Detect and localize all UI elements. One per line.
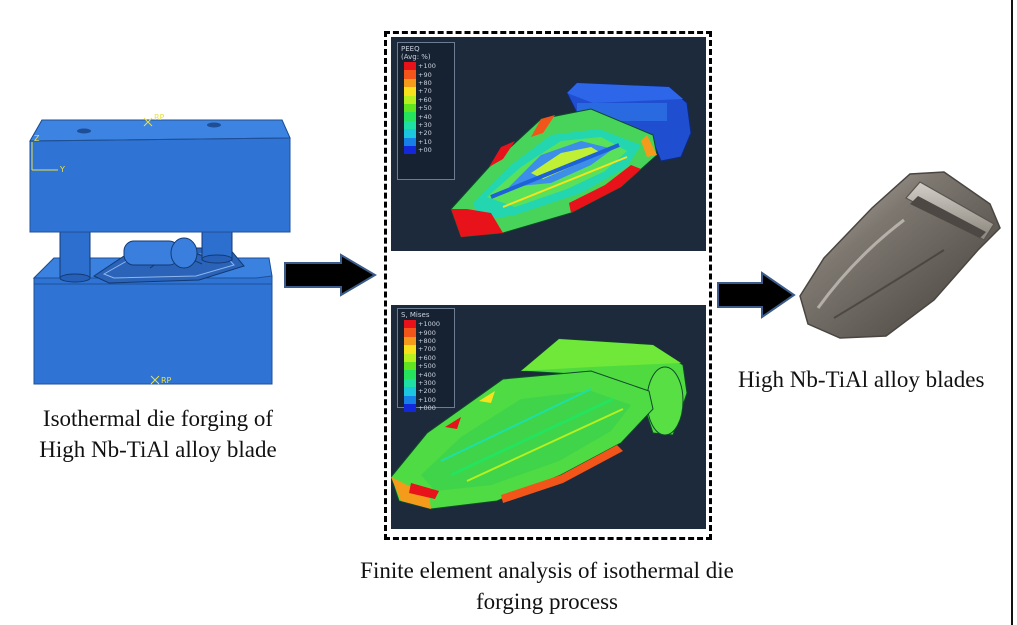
mises-legend-scale: +1000+900+800+700+600+500+400+300+200+10…	[398, 319, 454, 413]
mises-legend-swatch	[404, 387, 416, 396]
mises-legend-swatch	[404, 395, 416, 404]
peeq-legend-row: +10	[404, 137, 454, 146]
rp-label-top: RP	[154, 113, 165, 122]
peeq-legend-swatch	[404, 129, 416, 138]
peeq-legend-title: PEEQ	[401, 45, 420, 53]
mises-legend-label: +200	[418, 387, 436, 396]
peeq-legend-row: +100	[404, 62, 454, 71]
peeq-legend-label: +40	[418, 112, 432, 121]
peeq-legend-swatch	[404, 87, 416, 96]
arrow-right-2	[716, 270, 796, 320]
peeq-legend-label: +70	[418, 87, 432, 96]
rp-label-bottom: RP	[161, 376, 172, 385]
mises-legend-swatch	[404, 370, 416, 379]
peeq-legend-row: +50	[404, 103, 454, 113]
peeq-legend-swatch	[404, 112, 416, 121]
mises-legend-swatch	[404, 361, 416, 371]
peeq-legend-row: +20	[404, 129, 454, 138]
mises-legend-label: +400	[418, 370, 436, 379]
peeq-legend-label: +90	[418, 70, 432, 79]
mises-legend-row: +1000	[404, 320, 454, 329]
rp-marker-bottom	[150, 375, 160, 385]
peeq-legend-label: +10	[418, 137, 432, 146]
peeq-legend-row: +60	[404, 95, 454, 104]
middle-caption-line1: Finite element analysis of isothermal di…	[360, 558, 734, 583]
peeq-legend-label: +30	[418, 120, 432, 129]
mises-legend-label: +500	[418, 362, 436, 371]
right-caption: High Nb-TiAl alloy blades	[738, 367, 985, 392]
mises-legend-row: +300	[404, 378, 454, 388]
mises-legend-swatch	[404, 336, 416, 346]
mises-legend-label: +800	[418, 336, 436, 345]
peeq-legend-swatch	[404, 120, 416, 130]
peeq-legend-row: +70	[404, 87, 454, 96]
left-caption: Isothermal die forging of High Nb-TiAl a…	[8, 403, 308, 465]
peeq-legend-row: +00	[404, 145, 454, 155]
rp-marker-top	[143, 117, 153, 127]
peeq-legend-label: +00	[418, 146, 432, 155]
mises-legend-row: +000	[404, 403, 454, 413]
mises-legend-row: +800	[404, 336, 454, 346]
peeq-legend-swatch	[404, 62, 416, 71]
mises-legend-swatch	[404, 378, 416, 388]
left-caption-line2: High Nb-TiAl alloy blade	[39, 437, 277, 462]
coordinate-axis-icon: Z	[31, 134, 58, 171]
mises-panel: S, Mises +1000+900+800+700+600+500+400+3…	[391, 305, 706, 529]
peeq-legend-swatch	[404, 70, 416, 79]
peeq-legend-row: +90	[404, 70, 454, 79]
mises-legend-row: +100	[404, 395, 454, 404]
mises-legend-label: +900	[418, 328, 436, 337]
peeq-legend-scale: +100+90+80+70+60+50+40+30+20+10+00	[398, 61, 454, 155]
mises-legend-swatch	[404, 345, 416, 354]
mises-legend-label: +600	[418, 353, 436, 362]
mises-legend-label: +100	[418, 395, 436, 404]
mises-legend-swatch	[404, 320, 416, 329]
peeq-legend-label: +50	[418, 104, 432, 113]
mises-legend-swatch	[404, 403, 416, 413]
die-model-illustration: Z Y RP RP	[24, 108, 294, 390]
peeq-legend-row: +80	[404, 78, 454, 88]
mises-legend-swatch	[404, 353, 416, 362]
middle-caption: Finite element analysis of isothermal di…	[322, 555, 772, 617]
middle-caption-line2: forging process	[475, 589, 619, 614]
peeq-legend-label: +60	[418, 95, 432, 104]
peeq-legend: PEEQ (Avg: %) +100+90+80+70+60+50+40+30+…	[397, 42, 455, 180]
fe-analysis-frame	[384, 31, 712, 540]
peeq-legend-swatch	[404, 145, 416, 155]
mises-legend-row: +200	[404, 387, 454, 396]
upper-die	[29, 119, 291, 233]
peeq-legend-unit: (Avg: %)	[401, 53, 431, 61]
mises-legend-row: +700	[404, 345, 454, 354]
mises-legend: S, Mises +1000+900+800+700+600+500+400+3…	[397, 308, 455, 413]
peeq-legend-swatch	[404, 95, 416, 104]
mises-legend-swatch	[404, 328, 416, 337]
mises-legend-row: +600	[404, 353, 454, 362]
right-edge-border	[1011, 0, 1013, 625]
mises-legend-row: +900	[404, 328, 454, 337]
axis-y-label: Y	[59, 165, 65, 174]
peeq-legend-swatch	[404, 78, 416, 88]
svg-text:Z: Z	[34, 134, 40, 143]
peeq-legend-swatch	[404, 137, 416, 146]
forged-blade-photo	[794, 168, 1004, 348]
mises-legend-label: +700	[418, 345, 436, 354]
mises-legend-label: +000	[418, 404, 436, 413]
peeq-legend-label: +20	[418, 129, 432, 138]
mises-legend-row: +400	[404, 370, 454, 379]
mises-legend-title: S, Mises	[401, 311, 430, 319]
peeq-blade-render	[450, 82, 692, 238]
mises-legend-label: +1000	[418, 320, 440, 329]
lower-die	[32, 237, 273, 385]
peeq-legend-row: +40	[404, 112, 454, 121]
mises-legend-row: +500	[404, 361, 454, 371]
peeq-legend-row: +30	[404, 120, 454, 130]
arrow-right-1	[283, 253, 377, 297]
mises-blade-render	[391, 338, 688, 510]
peeq-legend-label: +80	[418, 78, 432, 87]
peeq-legend-swatch	[404, 103, 416, 113]
peeq-legend-label: +100	[418, 62, 436, 71]
left-caption-line1: Isothermal die forging of	[42, 406, 274, 431]
peeq-panel: PEEQ (Avg: %) +100+90+80+70+60+50+40+30+…	[391, 37, 706, 251]
mises-legend-label: +300	[418, 378, 436, 387]
